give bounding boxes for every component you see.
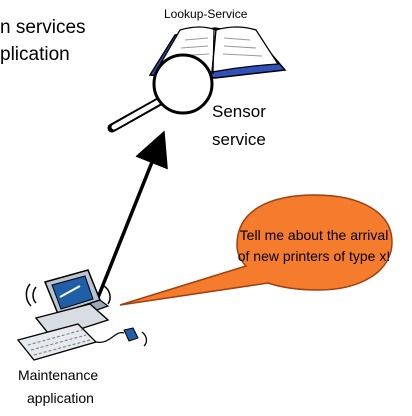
computer-icon (16, 269, 148, 361)
services-text-line2: plication (0, 44, 70, 65)
sensor-service-label-line2: service (212, 130, 266, 149)
maintenance-label-line2: application (27, 390, 94, 406)
lookup-service-label: Lookup-Service (164, 7, 248, 21)
maintenance-label-line1: Maintenance (18, 367, 99, 383)
services-text-line1: n services (0, 17, 86, 38)
speech-bubble-text-line2: of new printers of type x! (237, 248, 391, 264)
speech-bubble-shape (119, 194, 393, 306)
sensor-service-label-line1: Sensor (212, 102, 266, 121)
request-arrow (95, 130, 168, 301)
magnifier-icon (107, 53, 214, 133)
speech-bubble-text-line1: Tell me about the arrival (239, 227, 389, 243)
